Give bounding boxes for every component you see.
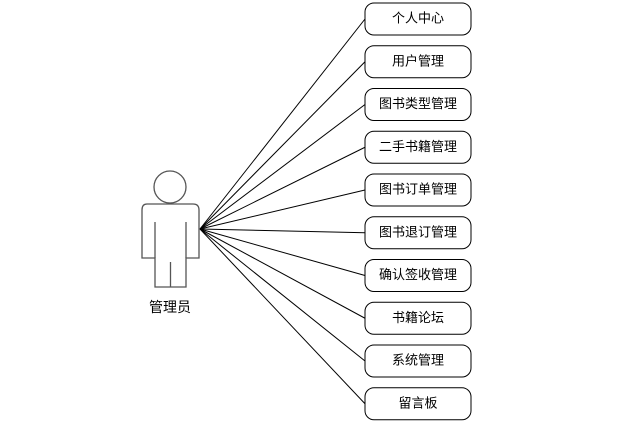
use-case-box bbox=[364, 2, 472, 36]
use-case-node: 个人中心 bbox=[364, 2, 472, 36]
use-case-node: 用户管理 bbox=[364, 45, 472, 79]
use-case-node: 书籍论坛 bbox=[364, 301, 472, 335]
association-line bbox=[199, 228, 366, 319]
actor-body bbox=[141, 203, 200, 288]
association-line bbox=[199, 228, 366, 405]
use-case-label: 用户管理 bbox=[392, 53, 444, 69]
use-case-box bbox=[364, 301, 472, 335]
use-case-label: 图书退订管理 bbox=[379, 225, 457, 240]
actor-label: 管理员 bbox=[149, 300, 191, 316]
use-case-node: 留言板 bbox=[364, 387, 472, 421]
association-lines bbox=[199, 18, 366, 405]
use-case-box bbox=[364, 45, 472, 79]
use-case-node: 系统管理 bbox=[364, 344, 472, 378]
association-line bbox=[199, 228, 366, 362]
use-case-node: 二手书籍管理 bbox=[364, 130, 472, 164]
use-case-box bbox=[364, 88, 472, 121]
use-case-node: 图书订单管理 bbox=[364, 173, 472, 207]
use-case-box bbox=[364, 259, 472, 292]
use-case-node: 确认签收管理 bbox=[364, 259, 472, 292]
use-case-label: 系统管理 bbox=[392, 354, 444, 369]
use-case-box bbox=[364, 216, 472, 250]
use-case-label: 书籍论坛 bbox=[392, 310, 444, 326]
association-line bbox=[199, 104, 366, 230]
association-line bbox=[199, 61, 366, 230]
use-case-list: 个人中心用户管理图书类型管理二手书籍管理图书订单管理图书退订管理确认签收管理书籍… bbox=[364, 2, 472, 421]
use-case-label: 图书类型管理 bbox=[379, 97, 457, 112]
actor-head bbox=[153, 170, 187, 204]
use-case-box bbox=[364, 387, 472, 421]
use-case-node: 图书退订管理 bbox=[364, 216, 472, 250]
association-line bbox=[199, 228, 366, 234]
association-line bbox=[199, 146, 366, 230]
use-case-box bbox=[364, 173, 472, 207]
use-case-label: 图书订单管理 bbox=[379, 183, 457, 198]
association-line bbox=[199, 189, 366, 230]
use-case-label: 个人中心 bbox=[392, 12, 444, 27]
use-case-box bbox=[364, 130, 472, 164]
association-line bbox=[199, 228, 366, 276]
use-case-label: 确认签收管理 bbox=[379, 267, 457, 283]
use-case-node: 图书类型管理 bbox=[364, 88, 472, 121]
use-case-box bbox=[364, 344, 472, 378]
actor-figure: 管理员 bbox=[141, 170, 200, 316]
use-case-label: 二手书籍管理 bbox=[379, 139, 457, 155]
association-line bbox=[199, 18, 366, 230]
use-case-label: 留言板 bbox=[398, 396, 437, 411]
